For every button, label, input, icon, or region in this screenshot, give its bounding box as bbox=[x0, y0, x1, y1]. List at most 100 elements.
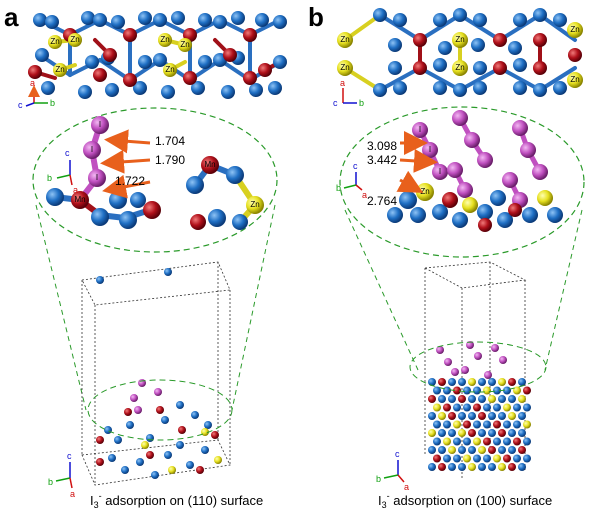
slab-atom bbox=[458, 429, 466, 437]
slab-atom bbox=[523, 386, 531, 395]
slab-atom bbox=[448, 463, 456, 471]
slab-atom bbox=[458, 446, 466, 454]
svg-text:I: I bbox=[419, 125, 421, 134]
slab-atom bbox=[443, 420, 451, 429]
svg-text:I: I bbox=[91, 145, 93, 154]
panel-b-unit-cell bbox=[423, 261, 527, 478]
svg-text:b: b bbox=[336, 183, 341, 193]
slab-atom bbox=[433, 437, 441, 446]
slab-atom bbox=[463, 420, 471, 429]
slab-atom bbox=[483, 403, 491, 412]
slab-atom bbox=[508, 446, 516, 454]
slab-atom bbox=[433, 403, 441, 412]
slab-atom bbox=[523, 437, 531, 446]
slab-atom bbox=[488, 395, 496, 403]
slab-atom bbox=[483, 420, 491, 429]
panel-b-caption: I3- adsorption on (100) surface bbox=[378, 491, 552, 510]
svg-text:Zn: Zn bbox=[455, 35, 464, 44]
slab-atom bbox=[453, 420, 461, 429]
slab-atom bbox=[498, 412, 506, 420]
slab-atom bbox=[503, 403, 511, 412]
slab-atom bbox=[478, 412, 486, 420]
svg-text:I: I bbox=[99, 120, 101, 129]
slab-atom bbox=[443, 386, 451, 395]
panel-a-slab-ellipse bbox=[87, 379, 233, 441]
panel-b-slab-ellipse bbox=[409, 341, 547, 393]
slab-atom bbox=[468, 446, 476, 454]
svg-text:I: I bbox=[439, 167, 441, 176]
svg-text:Zn: Zn bbox=[570, 25, 579, 34]
slab-atom bbox=[463, 437, 471, 446]
distance-label: 1.722 bbox=[115, 174, 145, 188]
slab-atom bbox=[483, 386, 491, 395]
svg-text:b: b bbox=[359, 98, 364, 108]
svg-text:a: a bbox=[70, 489, 75, 499]
slab-atom bbox=[503, 386, 511, 395]
slab-atom bbox=[503, 420, 511, 429]
panel-a-top-atoms bbox=[28, 11, 287, 99]
svg-text:b: b bbox=[50, 98, 55, 108]
slab-atom bbox=[513, 403, 521, 412]
slab-atom bbox=[473, 403, 481, 412]
slab-atom bbox=[468, 429, 476, 437]
svg-text:Zn: Zn bbox=[55, 65, 64, 74]
panel-a-slab-atoms bbox=[96, 268, 222, 479]
slab-atom bbox=[478, 429, 486, 437]
svg-text:c: c bbox=[67, 451, 72, 461]
slab-atom bbox=[438, 412, 446, 420]
distance-label: 1.790 bbox=[155, 153, 185, 167]
slab-atom bbox=[508, 378, 516, 386]
svg-text:Zn: Zn bbox=[340, 63, 349, 72]
panel-b-bottom-axes: c b a bbox=[376, 449, 409, 492]
panel-b-distance-markers: 3.098 3.442 2.764 bbox=[367, 131, 438, 208]
slab-atom bbox=[463, 386, 471, 395]
slab-atom bbox=[523, 420, 531, 429]
slab-atom bbox=[468, 463, 476, 471]
svg-text:Mn: Mn bbox=[204, 160, 215, 169]
slab-atom bbox=[428, 446, 436, 454]
slab-atom bbox=[483, 454, 491, 463]
slab-atom bbox=[448, 412, 456, 420]
panel-b-top-axes: a c b bbox=[333, 78, 364, 108]
slab-atom bbox=[468, 395, 476, 403]
slab-atom bbox=[493, 403, 501, 412]
svg-text:Zn: Zn bbox=[165, 65, 174, 74]
slab-atom bbox=[508, 463, 516, 471]
slab-atom bbox=[438, 463, 446, 471]
slab-atom bbox=[493, 420, 501, 429]
slab-atom bbox=[523, 403, 531, 412]
slab-atom bbox=[443, 403, 451, 412]
slab-atom bbox=[428, 378, 436, 386]
slab-atom bbox=[523, 454, 531, 463]
panel-a-zoom-atoms: I I I Mn Mn Zn bbox=[46, 116, 264, 230]
svg-text:b: b bbox=[48, 477, 53, 487]
panel-a-unit-cell bbox=[81, 261, 231, 486]
slab-atom bbox=[473, 386, 481, 395]
panel-b-zoom-connector-right bbox=[544, 209, 583, 371]
slab-atom bbox=[498, 429, 506, 437]
distance-label: 1.704 bbox=[155, 134, 185, 148]
panel-b-zoom-axes: c b a bbox=[336, 161, 367, 200]
slab-atom bbox=[488, 429, 496, 437]
slab-atom bbox=[513, 437, 521, 446]
panel-b-letter: b bbox=[308, 2, 324, 32]
slab-atom bbox=[443, 437, 451, 446]
svg-text:Zn: Zn bbox=[250, 200, 259, 209]
svg-text:b: b bbox=[376, 474, 381, 484]
slab-atom bbox=[428, 429, 436, 437]
slab-atom bbox=[488, 378, 496, 386]
svg-text:a: a bbox=[73, 185, 78, 195]
svg-text:c: c bbox=[18, 100, 23, 110]
svg-text:Zn: Zn bbox=[160, 35, 169, 44]
slab-atom bbox=[453, 386, 461, 395]
slab-atom bbox=[443, 454, 451, 463]
slab-atom bbox=[428, 463, 436, 471]
panel-b-top-structure bbox=[343, 13, 577, 92]
panel-b-slab-atoms bbox=[428, 341, 531, 471]
panel-a-letter: a bbox=[4, 2, 19, 32]
slab-atom bbox=[473, 437, 481, 446]
slab-atom bbox=[438, 378, 446, 386]
slab-atom bbox=[438, 429, 446, 437]
svg-text:a: a bbox=[404, 482, 409, 492]
slab-atom bbox=[453, 403, 461, 412]
